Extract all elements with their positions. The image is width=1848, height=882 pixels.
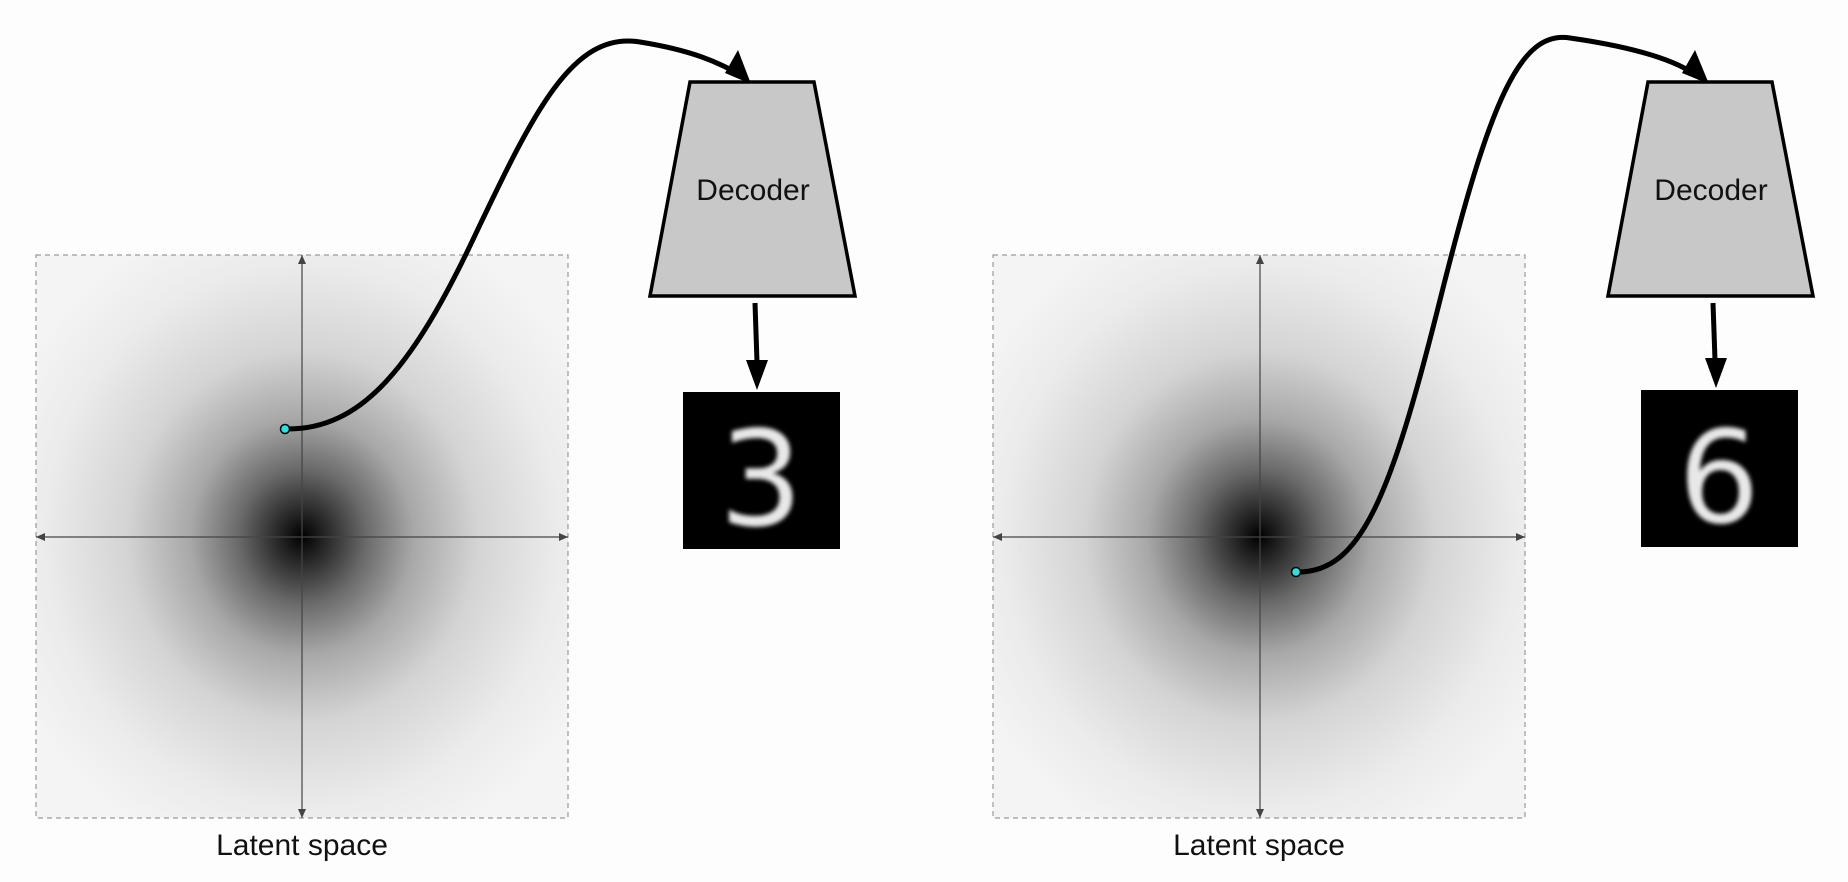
decoder-label: Decoder	[1654, 174, 1767, 207]
output-image-bg	[683, 392, 840, 549]
sampling-curve	[287, 38, 747, 432]
x-axis-arrow-left	[993, 533, 1002, 541]
x-axis-arrow-right	[559, 533, 568, 541]
decoder-block: Decoder	[647, 80, 858, 298]
x-axis-arrow-left	[36, 533, 45, 541]
y-axis-arrow-bottom	[1256, 809, 1264, 818]
output-image: 6	[1641, 390, 1798, 553]
decoder-output-arrow	[752, 302, 760, 363]
decoder-shape	[1605, 80, 1816, 298]
output-image-bg	[1641, 390, 1798, 547]
decoder-label: Decoder	[696, 174, 809, 207]
sample-point	[1290, 566, 1302, 578]
decoder-block: Decoder	[1605, 80, 1816, 298]
decoder-shape	[647, 80, 858, 298]
latent-space-label: Latent space	[216, 829, 388, 862]
y-axis-arrow-top	[298, 255, 306, 264]
decoder-output-arrowhead	[1705, 358, 1727, 388]
panel-1: Latent space Decoder 3	[35, 38, 858, 862]
latent-space-plot	[35, 254, 569, 819]
latent-space-label: Latent space	[1173, 829, 1345, 862]
sample-point	[279, 423, 291, 435]
decoder-output-arrow	[1710, 302, 1718, 361]
sampling-arrowhead	[1682, 50, 1709, 84]
y-axis-arrow-bottom	[298, 809, 306, 818]
decoder-output-arrowhead	[746, 360, 768, 390]
sampling-curve	[1297, 34, 1702, 575]
output-digit: 6	[1678, 404, 1759, 553]
panel-2: Latent space Decoder 6	[992, 34, 1816, 862]
output-digit: 3	[719, 403, 803, 557]
output-image: 3	[683, 392, 840, 557]
x-axis-arrow-right	[1516, 533, 1525, 541]
latent-space-plot	[992, 254, 1526, 819]
y-axis-arrow-top	[1256, 255, 1264, 264]
sampling-arrowhead	[725, 50, 751, 84]
